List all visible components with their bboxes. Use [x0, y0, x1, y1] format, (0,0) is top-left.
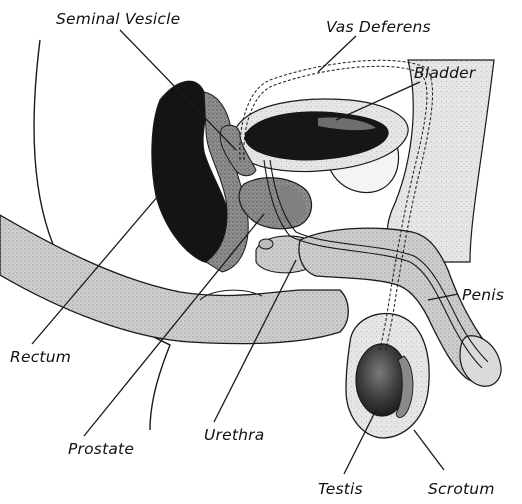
- label-testis: Testis: [318, 480, 363, 498]
- leader-scrotum: [414, 430, 444, 470]
- anatomy-illustration: [0, 40, 501, 438]
- label-rectum: Rectum: [10, 348, 71, 366]
- label-urethra: Urethra: [204, 426, 264, 444]
- bulbourethral-gland: [259, 239, 273, 249]
- label-prostate: Prostate: [68, 440, 134, 458]
- label-scrotum: Scrotum: [428, 480, 495, 498]
- back-outline: [34, 40, 170, 430]
- label-bladder: Bladder: [414, 64, 477, 82]
- leader-vas-deferens: [318, 36, 356, 72]
- label-vas-deferens: Vas Deferens: [326, 18, 431, 36]
- label-seminal-vesicle: Seminal Vesicle: [56, 10, 180, 28]
- label-penis: Penis: [462, 286, 504, 304]
